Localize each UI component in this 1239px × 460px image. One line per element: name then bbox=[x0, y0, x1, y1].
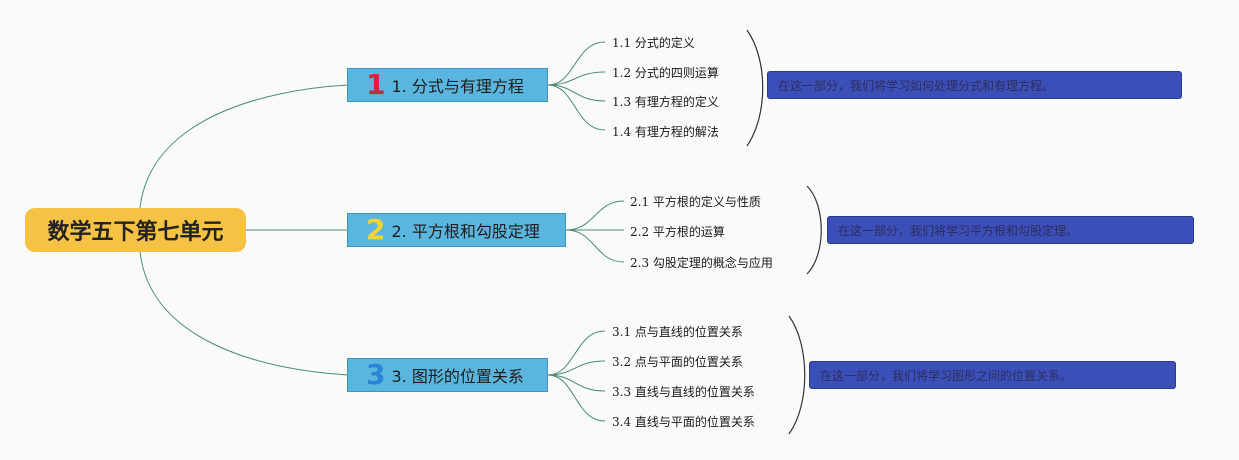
branch-node-1[interactable]: 1 1. 分式与有理方程 bbox=[347, 68, 548, 102]
topic-1-3[interactable]: 1.3 有理方程的定义 bbox=[612, 95, 719, 109]
connector-b3-t2 bbox=[547, 360, 606, 376]
connector-root-branch-1 bbox=[139, 84, 349, 209]
topic-2-3[interactable]: 2.3 勾股定理的概念与应用 bbox=[630, 256, 773, 270]
branch-number-2: 2 bbox=[366, 213, 386, 246]
branch-label-3: 3. 图形的位置关系 bbox=[391, 367, 524, 386]
connector-b1-t3 bbox=[547, 84, 606, 102]
bracket-3 bbox=[788, 315, 806, 435]
note-2-text: 在这一部分，我们将学习平方根和勾股定理。 bbox=[838, 223, 1079, 238]
connector-b3-t3 bbox=[547, 374, 606, 392]
topic-3-3[interactable]: 3.3 直线与直线的位置关系 bbox=[612, 385, 755, 399]
branch-label-2: 2. 平方根和勾股定理 bbox=[391, 222, 540, 241]
branch-node-3[interactable]: 3 3. 图形的位置关系 bbox=[347, 358, 548, 392]
connector-b1-t2 bbox=[547, 71, 606, 86]
connector-b1-t1 bbox=[547, 41, 606, 86]
connector-b3-t1 bbox=[547, 330, 606, 376]
topic-3-2[interactable]: 3.2 点与平面的位置关系 bbox=[612, 355, 743, 369]
topic-3-1[interactable]: 3.1 点与直线的位置关系 bbox=[612, 325, 743, 339]
branch-number-3: 3 bbox=[366, 358, 386, 391]
note-2[interactable]: 在这一部分，我们将学习平方根和勾股定理。 bbox=[827, 216, 1194, 244]
topic-1-2[interactable]: 1.2 分式的四则运算 bbox=[612, 66, 719, 80]
note-1[interactable]: 在这一部分，我们将学习如何处理分式和有理方程。 bbox=[767, 71, 1182, 99]
topic-3-4[interactable]: 3.4 直线与平面的位置关系 bbox=[612, 415, 755, 429]
topic-1-4[interactable]: 1.4 有理方程的解法 bbox=[612, 125, 719, 139]
note-3[interactable]: 在这一部分，我们将学习图形之间的位置关系。 bbox=[809, 361, 1176, 389]
topic-1-1[interactable]: 1.1 分式的定义 bbox=[612, 36, 695, 50]
bracket-1 bbox=[746, 29, 764, 147]
connector-b1-t4 bbox=[547, 84, 606, 131]
branch-node-2[interactable]: 2 2. 平方根和勾股定理 bbox=[347, 213, 566, 247]
branch-number-1: 1 bbox=[366, 68, 386, 101]
connector-root-branch-3 bbox=[139, 251, 349, 376]
connector-b2-t3 bbox=[565, 229, 625, 263]
branch-label-1: 1. 分式与有理方程 bbox=[391, 77, 524, 96]
connector-b2-t1 bbox=[565, 200, 625, 231]
root-label: 数学五下第七单元 bbox=[47, 220, 224, 245]
topic-2-2[interactable]: 2.2 平方根的运算 bbox=[630, 225, 725, 239]
note-1-text: 在这一部分，我们将学习如何处理分式和有理方程。 bbox=[778, 78, 1055, 93]
bracket-2 bbox=[806, 185, 822, 275]
topic-2-1[interactable]: 2.1 平方根的定义与性质 bbox=[630, 195, 761, 209]
root-node[interactable]: 数学五下第七单元 bbox=[25, 208, 246, 252]
note-3-text: 在这一部分，我们将学习图形之间的位置关系。 bbox=[820, 368, 1073, 383]
connector-b3-t4 bbox=[547, 374, 606, 422]
